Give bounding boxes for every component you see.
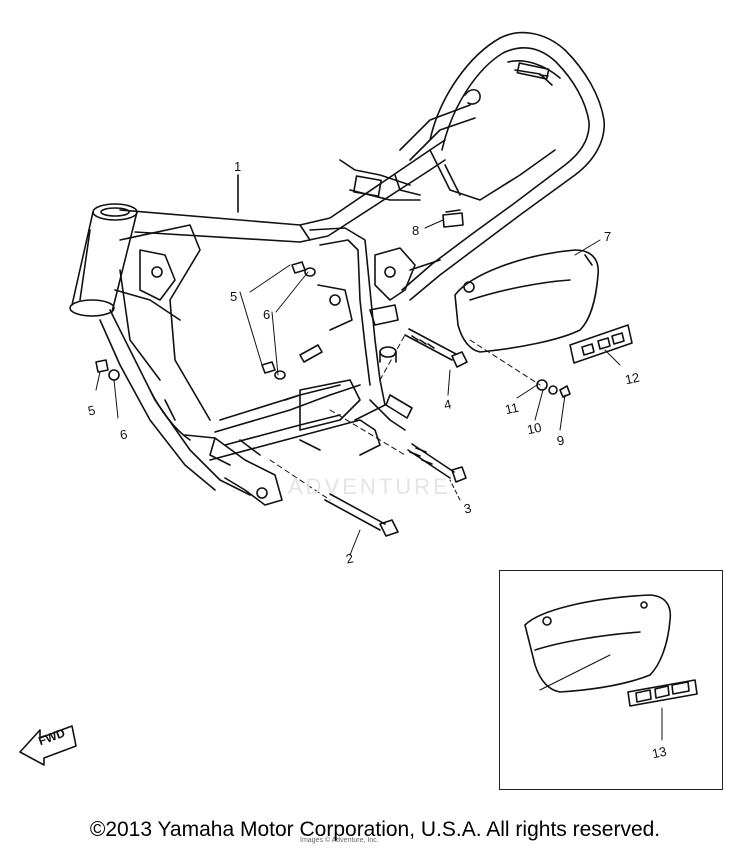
main-rear-downtube <box>209 227 406 461</box>
inset-detail-box <box>499 570 723 790</box>
callout-6-upper: 6 <box>263 307 271 322</box>
callout-1: 1 <box>234 159 242 174</box>
callout-12: 12 <box>623 369 641 388</box>
callout-11: 11 <box>503 399 520 418</box>
rear-seat-rail <box>401 31 605 301</box>
leader-lines <box>95 174 663 741</box>
callout-13: 13 <box>650 743 668 762</box>
copyright-notice: ©2013 Yamaha Motor Corporation, U.S.A. A… <box>89 818 661 841</box>
fwd-arrow-icon <box>19 725 77 766</box>
image-credit: Images © Adventure, Inc. <box>300 837 379 844</box>
inset-side-cover <box>524 594 698 707</box>
callout-7: 7 <box>604 229 612 244</box>
down-tubes-cradle <box>99 224 283 506</box>
callout-10: 10 <box>525 419 543 438</box>
head-tube <box>69 203 138 317</box>
watermark: ADVENTURE <box>288 474 451 499</box>
side-cover <box>454 249 600 353</box>
callout-5-upper: 5 <box>230 289 238 304</box>
callout-8: 8 <box>412 223 420 238</box>
emblem-badge <box>569 324 633 364</box>
upper-frame-tube <box>119 88 556 243</box>
